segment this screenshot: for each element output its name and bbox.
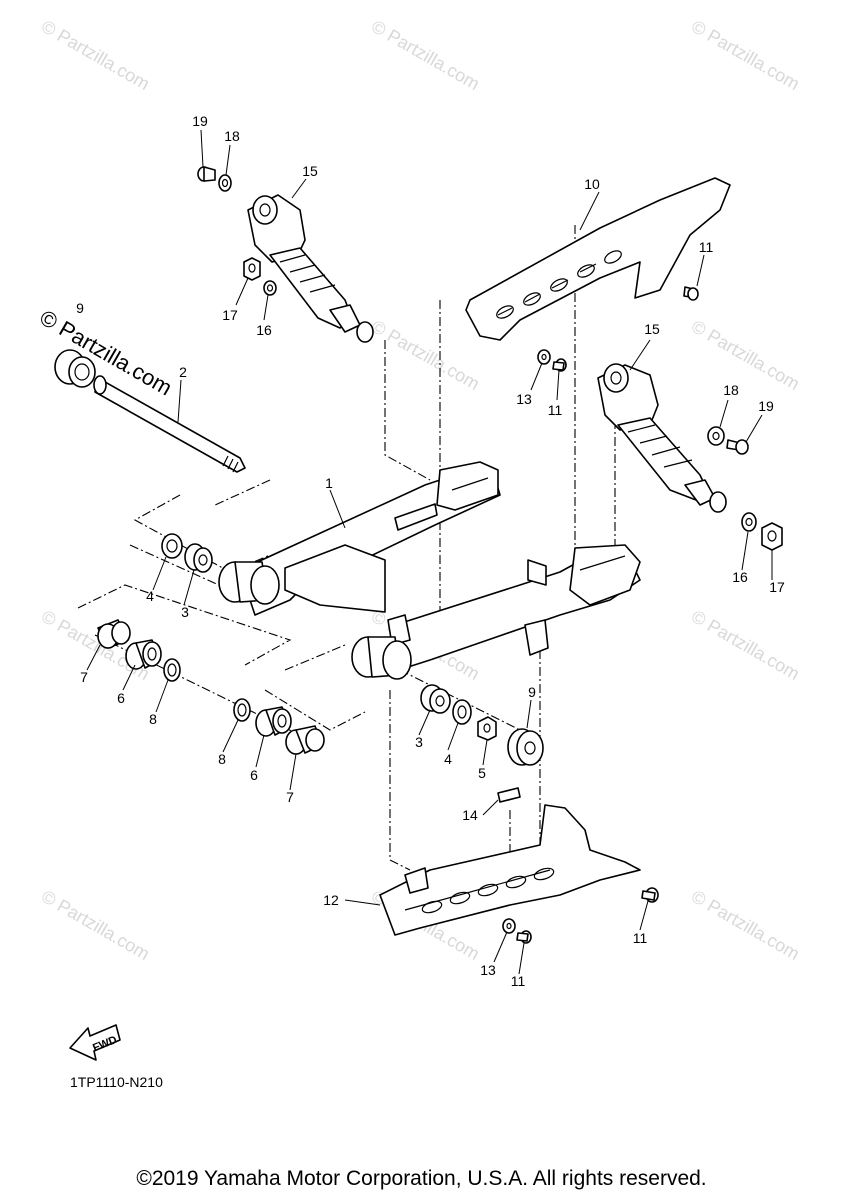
nut-17-right[interactable] [761, 522, 783, 551]
nut-17-upper[interactable] [243, 257, 261, 281]
swingarm[interactable] [218, 461, 641, 680]
washer-13-upper[interactable] [537, 349, 551, 365]
chain-guard-upper[interactable] [465, 177, 731, 341]
callout-11: 11 [511, 973, 526, 989]
collar-5[interactable] [477, 716, 497, 741]
washer-16-upper[interactable] [263, 280, 277, 296]
callout-10: 10 [584, 176, 600, 192]
leader-lines [86, 129, 773, 975]
callout-14: 14 [462, 807, 478, 823]
washer-13-lower[interactable] [502, 918, 516, 934]
watermark: © Partzilla.com [368, 16, 483, 94]
washer-16-right[interactable] [741, 512, 757, 532]
callout-7: 7 [80, 669, 88, 685]
pivot-nut-left[interactable] [54, 349, 96, 388]
seal-8-left[interactable] [163, 658, 181, 682]
callout-18: 18 [723, 382, 739, 398]
callout-17: 17 [222, 307, 238, 323]
chain-guard-lower[interactable] [379, 804, 641, 936]
watermark: © Partzilla.com [688, 16, 803, 94]
bolt-11-lower-right[interactable] [641, 887, 659, 903]
diagram-code: 1TP1110-N210 [70, 1074, 163, 1090]
callout-2: 2 [179, 364, 187, 380]
callout-3: 3 [181, 604, 189, 620]
callout-4: 4 [146, 588, 154, 604]
callout-4: 4 [444, 751, 452, 767]
seal-3-left[interactable] [184, 543, 213, 573]
washer-4-right[interactable] [452, 699, 472, 725]
callout-8: 8 [149, 711, 157, 727]
callout-9: 9 [76, 300, 84, 316]
callout-6: 6 [250, 767, 258, 783]
callout-12: 12 [323, 892, 339, 908]
pivot-shaft[interactable] [93, 375, 246, 473]
callout-6: 6 [117, 690, 125, 706]
watermark: © Partzilla.com [688, 606, 803, 684]
washer-4-left[interactable] [161, 533, 183, 559]
callout-9: 9 [528, 684, 536, 700]
copyright-notice: ©2019 Yamaha Motor Corporation, U.S.A. A… [136, 1167, 707, 1190]
callout-7: 7 [286, 789, 294, 805]
bolt-11-upper[interactable] [683, 286, 699, 301]
callout-5: 5 [478, 765, 486, 781]
callout-11: 11 [548, 402, 563, 418]
watermark: © Partzilla.com [688, 316, 803, 394]
callout-17: 17 [769, 579, 785, 595]
callout-18: 18 [224, 128, 240, 144]
bolt-19-upper[interactable] [197, 166, 216, 182]
callout-19: 19 [192, 113, 208, 129]
bolt-11-mid[interactable] [552, 358, 567, 372]
watermark: © Partzilla.com [688, 886, 803, 964]
callout-numbers: 19 18 15 17 16 9 2 10 11 13 11 15 18 19 … [76, 113, 785, 989]
collar-7-right[interactable] [285, 725, 325, 755]
callout-16: 16 [256, 322, 272, 338]
fwd-arrow-icon: FWD [69, 1024, 121, 1061]
washer-18-upper[interactable] [218, 174, 232, 192]
washer-18-right[interactable] [707, 426, 725, 446]
bearing-6-right[interactable] [255, 706, 292, 737]
callout-13: 13 [480, 962, 496, 978]
shock-absorber-left[interactable] [247, 194, 374, 343]
watermark: © Partzilla.com [38, 886, 153, 964]
callout-3: 3 [415, 734, 423, 750]
bolt-19-right[interactable] [726, 439, 749, 455]
callout-1: 1 [325, 475, 333, 491]
callout-19: 19 [758, 398, 774, 414]
callout-11: 11 [699, 239, 714, 255]
callout-11: 11 [633, 930, 648, 946]
seal-3-right[interactable] [420, 684, 451, 714]
callout-15: 15 [302, 163, 318, 179]
callout-13: 13 [516, 391, 532, 407]
hardware [97, 166, 783, 944]
collar-7-left[interactable] [97, 619, 131, 649]
callout-8: 8 [218, 751, 226, 767]
shock-absorber-right[interactable] [597, 363, 727, 513]
bolt-11-lower[interactable] [516, 930, 532, 944]
watermark: © Partzilla.com [38, 16, 153, 94]
callout-15: 15 [644, 321, 660, 337]
bearing-6-left[interactable] [125, 639, 162, 670]
callout-16: 16 [732, 569, 748, 585]
label-sticker[interactable] [497, 787, 521, 803]
seal-8-right[interactable] [233, 698, 251, 722]
pivot-nut-right[interactable] [507, 728, 544, 766]
